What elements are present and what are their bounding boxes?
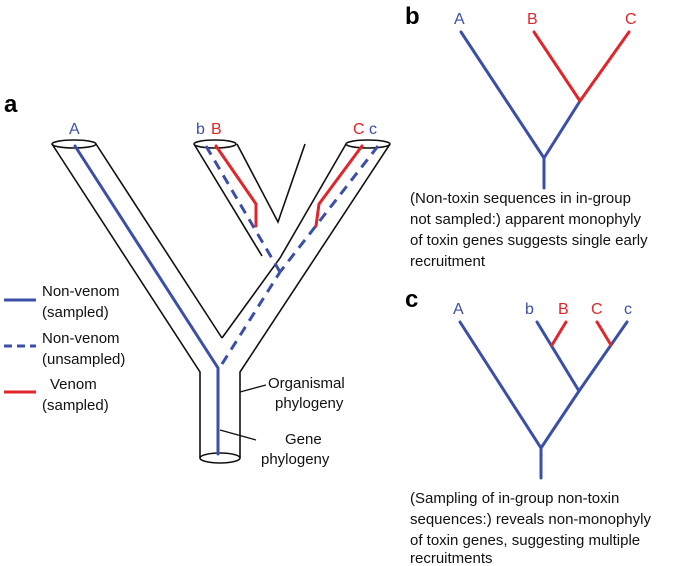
caption-line: (Sampling of in-group non-toxin — [410, 490, 619, 507]
panel-c-letter: c — [405, 286, 418, 313]
gene-tree-sampled — [73, 144, 220, 456]
branch-a — [458, 320, 543, 450]
tube-opening-b — [193, 139, 237, 149]
tip-label-c: C — [625, 11, 637, 28]
gene-tree-c — [458, 320, 629, 480]
gene-callout-line — [219, 429, 257, 441]
gene-phylogeny-label-line2: phylogeny — [261, 451, 330, 468]
tube-base — [199, 452, 241, 464]
gene-phylogeny-label-line1: Gene — [285, 431, 322, 448]
branch-bc-stem — [542, 99, 582, 160]
legend-item-venom-sampled: Venom (sampled) — [4, 376, 109, 414]
tip-label-c-upper: C — [353, 121, 365, 138]
organismal-tree-inner-crotch — [221, 143, 347, 339]
branch-c — [578, 30, 631, 103]
branch-c-venom — [595, 320, 613, 347]
branch-inner-stem — [539, 389, 581, 450]
branch-b — [532, 30, 582, 103]
caption-line: recruitment — [410, 253, 486, 270]
legend-label-line1: Non-venom — [42, 283, 120, 300]
gene-tree-b — [459, 30, 631, 190]
tip-label-b-lower: b — [196, 121, 205, 138]
legend-label-line1: Venom — [50, 376, 97, 393]
caption-c: (Sampling of in-group non-toxin sequence… — [410, 490, 651, 566]
branch-c-lower — [577, 320, 629, 393]
gene-branch-a — [73, 144, 220, 456]
legend-item-non-venom-sampled: Non-venom (sampled) — [4, 283, 120, 321]
tip-label-b-lower: b — [525, 301, 534, 318]
tip-label-b-upper: B — [211, 121, 222, 138]
gene-branch-venom-b — [214, 144, 258, 228]
gene-branch-unsampled-main — [220, 271, 282, 365]
tip-label-a: A — [453, 301, 464, 318]
tip-label-a: A — [454, 11, 465, 28]
gene-tree-unsampled — [204, 145, 380, 365]
organismal-callout-line — [239, 384, 267, 393]
branch-a — [459, 30, 546, 160]
organismal-tree-outline — [51, 139, 391, 464]
caption-line: of toxin genes suggests single early — [410, 232, 648, 249]
panel-b-letter: b — [405, 3, 420, 30]
panel-a: a A b — [4, 91, 391, 468]
tube-opening-a — [51, 139, 97, 149]
caption-b: (Non-toxin sequences in in-group not sam… — [410, 190, 648, 270]
caption-line: not sampled:) apparent monophyly — [410, 211, 641, 228]
organismal-tree-inner-branch-left — [193, 143, 263, 257]
organismal-tree-left-arm-outer — [51, 143, 201, 458]
gene-branch-venom-c — [314, 144, 364, 228]
legend-item-non-venom-unsampled: Non-venom (unsampled) — [4, 330, 125, 368]
panel-b: b A B C (Non-toxin sequences in in-group… — [405, 3, 648, 270]
organismal-phylogeny-label-line1: Organismal — [268, 375, 345, 392]
caption-line: (Non-toxin sequences in in-group — [410, 190, 631, 207]
organismal-tree-inner-branch-fork — [236, 143, 306, 225]
panel-a-letter: a — [4, 91, 18, 118]
legend-label-line1: Non-venom — [42, 330, 120, 347]
caption-line: sequences:) reveals non-monophyly — [410, 511, 651, 528]
gene-tree-venom — [214, 144, 364, 228]
legend: Non-venom (sampled) Non-venom (unsampled… — [4, 283, 125, 414]
tip-label-b: B — [527, 11, 538, 28]
organismal-tree-right-arm-outer — [239, 143, 391, 458]
legend-label-line2: (unsampled) — [42, 351, 125, 368]
legend-label-line2: (sampled) — [42, 397, 109, 414]
tube-opening-c — [345, 139, 391, 149]
organismal-phylogeny-label-line2: phylogeny — [275, 395, 344, 412]
tip-label-b-upper: B — [558, 301, 569, 318]
tip-label-a: A — [69, 121, 80, 138]
gene-branch-unsampled-c — [278, 145, 380, 273]
legend-label-line2: (sampled) — [42, 304, 109, 321]
branch-b-venom — [550, 320, 568, 347]
organismal-tree-left-arm-inner — [95, 143, 223, 339]
caption-line: recruitments — [410, 550, 493, 566]
tip-label-c-lower: c — [624, 301, 632, 318]
branch-b-lower — [535, 320, 581, 393]
tip-label-c-lower: c — [369, 121, 377, 138]
gene-branch-unsampled-b — [204, 145, 282, 273]
tip-label-c-upper: C — [591, 301, 603, 318]
caption-line: of toxin genes, suggesting multiple — [410, 532, 640, 549]
panel-c: c A b B C c (Sampling of in-group non-to… — [405, 286, 651, 566]
